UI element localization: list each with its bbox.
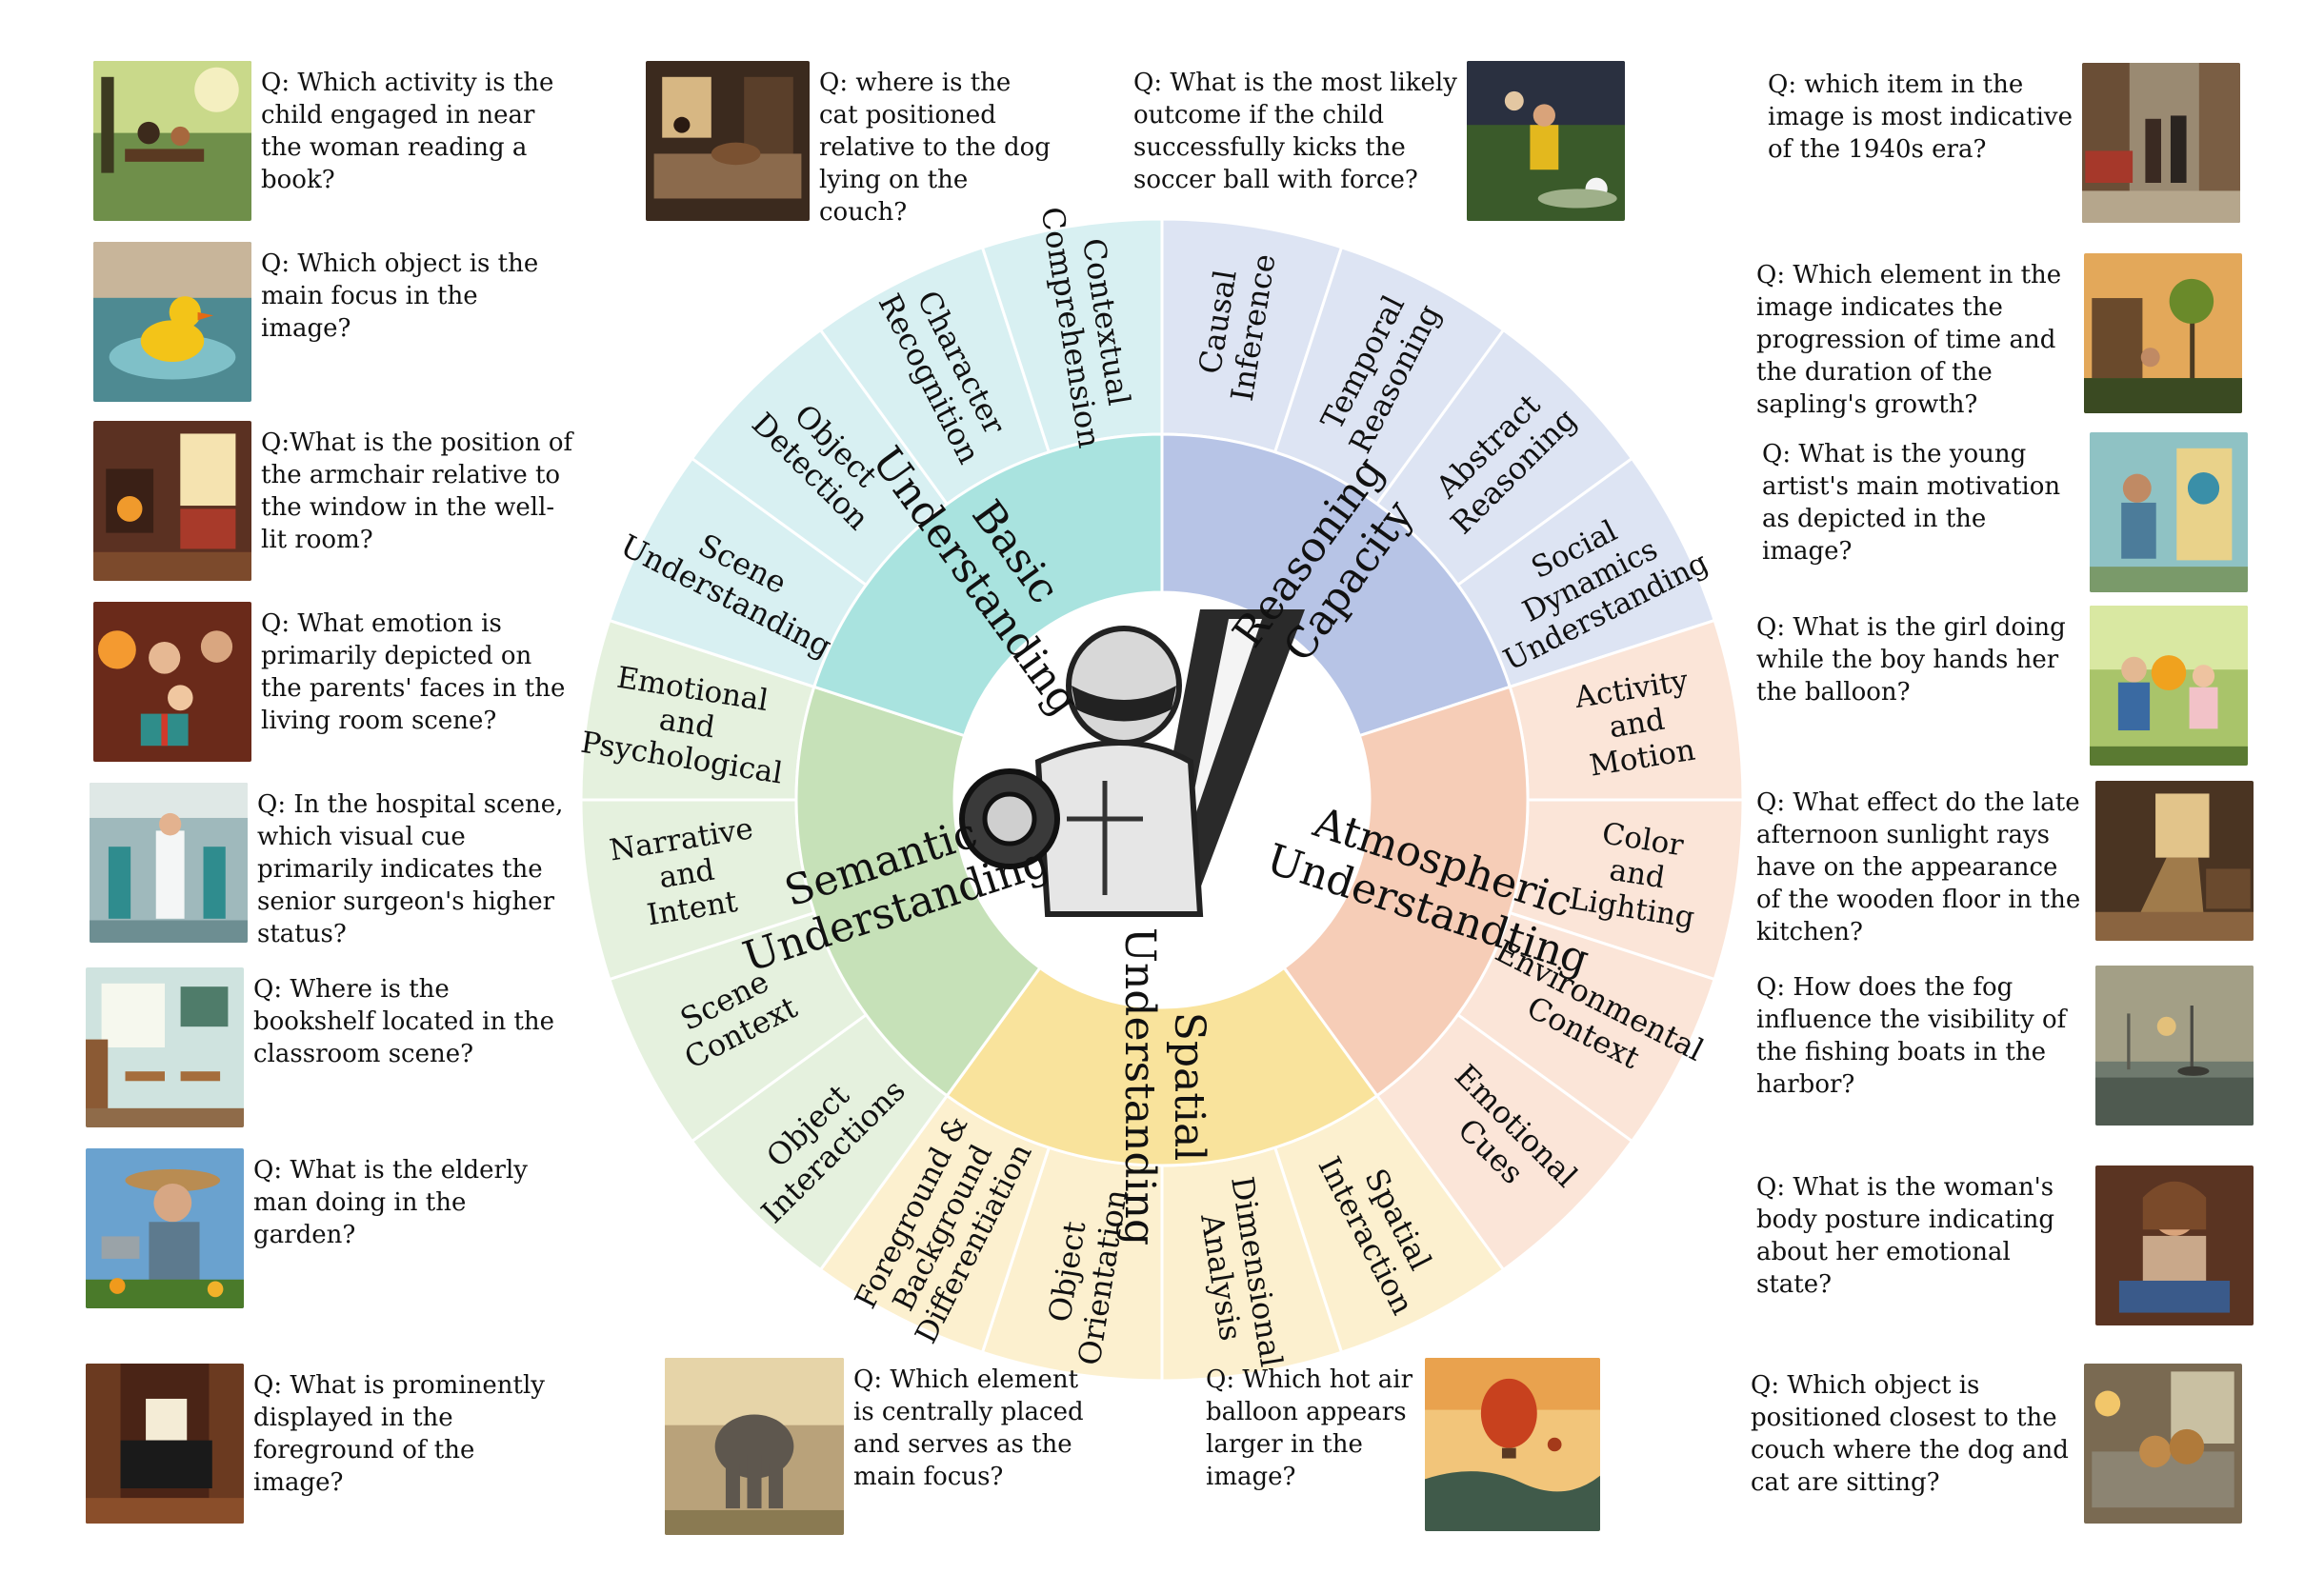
qa-card: Q: What is the woman's body posture indi… (1756, 1166, 2254, 1325)
qa-card: Q: What is prominently displayed in the … (86, 1364, 568, 1524)
question-text: Q: What is the woman's body posture indi… (1756, 1173, 2055, 1299)
elephant-photo-icon (665, 1358, 844, 1535)
cat-couch-photo-icon (646, 61, 810, 221)
hot-air-balloon-photo-icon (1425, 1358, 1600, 1531)
qa-card: Q: Which hot air balloon appears larger … (1206, 1358, 1600, 1531)
qa-card: Q: Which activity is the child engaged i… (93, 61, 575, 221)
question-text: Q: Which object is the main focus in the… (261, 249, 539, 343)
foggy-harbor-photo-icon (2095, 966, 2254, 1126)
question-text: Q: where is the cat positioned relative … (819, 69, 1051, 227)
classroom-photo-icon (86, 967, 244, 1127)
question-text: Q: What effect do the late afternoon sun… (1756, 788, 2081, 946)
robot-logo-icon (959, 609, 1305, 917)
qa-card: Q: where is the cat positioned relative … (646, 61, 1057, 229)
qa-card: Q: What emotion is primarily depicted on… (93, 602, 575, 762)
1940s-street-photo-icon (2082, 63, 2240, 223)
question-text: Q:What is the position of the armchair r… (261, 428, 573, 554)
children-balloon-photo-icon (2090, 606, 2248, 766)
young-artist-photo-icon (2090, 432, 2248, 592)
qa-card: Q: In the hospital scene, which visual c… (90, 783, 571, 950)
qa-card: Q: Which element in the image indicates … (1756, 253, 2242, 421)
question-text: Q: Which element in the image indicates … (1756, 261, 2062, 419)
question-text: Q: In the hospital scene, which visual c… (257, 790, 564, 948)
question-text: Q: What is the most likely outcome if th… (1133, 69, 1457, 194)
question-text: Q: Where is the bookshelf located in the… (253, 975, 555, 1068)
dog-cat-couch-photo-icon (2084, 1364, 2242, 1524)
sapling-photo-icon (2084, 253, 2242, 413)
soccer-photo-icon (1467, 61, 1625, 221)
armchair-room-photo-icon (93, 421, 251, 581)
category-label-spatial: SpatialUnderstanding (1116, 927, 1214, 1245)
typewriter-photo-icon (86, 1364, 244, 1524)
elderly-gardener-photo-icon (86, 1148, 244, 1308)
category-segment (1282, 685, 1530, 1098)
qa-card: Q: Which element is centrally placed and… (665, 1358, 1092, 1535)
qa-card: Q: Which object is positioned closest to… (1751, 1364, 2242, 1524)
qa-card: Q:What is the position of the armchair r… (93, 421, 575, 581)
rubber-duck-photo-icon (93, 242, 251, 402)
question-text: Q: Which activity is the child engaged i… (261, 69, 554, 194)
question-text: Q: What is the young artist's main motiv… (1762, 440, 2061, 566)
category-segment (811, 432, 1164, 738)
category-segment (794, 685, 1042, 1098)
kitchen-sunlight-photo-icon (2095, 781, 2254, 941)
qa-card: Q: Which object is the main focus in the… (93, 242, 575, 402)
question-text: Q: Which hot air balloon appears larger … (1206, 1365, 1413, 1491)
question-text: Q: which item in the image is most indic… (1768, 70, 2073, 164)
park-reading-photo-icon (93, 61, 251, 221)
question-text: Q: Which object is positioned closest to… (1751, 1371, 2069, 1497)
question-text: Q: How does the fog influence the visibi… (1756, 973, 2067, 1099)
question-text: Q: Which element is centrally placed and… (853, 1365, 1084, 1491)
qa-card: Q: which item in the image is most indic… (1768, 63, 2240, 223)
qa-card: Q: How does the fog influence the visibi… (1756, 966, 2254, 1126)
question-text: Q: What emotion is primarily depicted on… (261, 609, 566, 735)
woman-emotion-photo-icon (2095, 1166, 2254, 1325)
category-segment (945, 966, 1379, 1167)
family-gifts-photo-icon (93, 602, 251, 762)
question-text: Q: What is the girl doing while the boy … (1756, 613, 2066, 707)
question-text: Q: What is the elderly man doing in the … (253, 1156, 528, 1249)
qa-card: Q: Where is the bookshelf located in the… (86, 967, 568, 1127)
qa-card: Q: What is the elderly man doing in the … (86, 1148, 568, 1308)
question-text: Q: What is prominently displayed in the … (253, 1371, 545, 1497)
qa-card: Q: What is the young artist's main motiv… (1762, 432, 2248, 592)
hospital-photo-icon (90, 783, 248, 943)
qa-card: Q: What is the girl doing while the boy … (1756, 606, 2248, 766)
qa-card: Q: What is the most likely outcome if th… (1133, 61, 1625, 221)
taxonomy-wheel: ReasoningCapacityAtmosphericUnderstandti… (578, 205, 1745, 1383)
qa-card: Q: What effect do the late afternoon sun… (1756, 781, 2254, 948)
